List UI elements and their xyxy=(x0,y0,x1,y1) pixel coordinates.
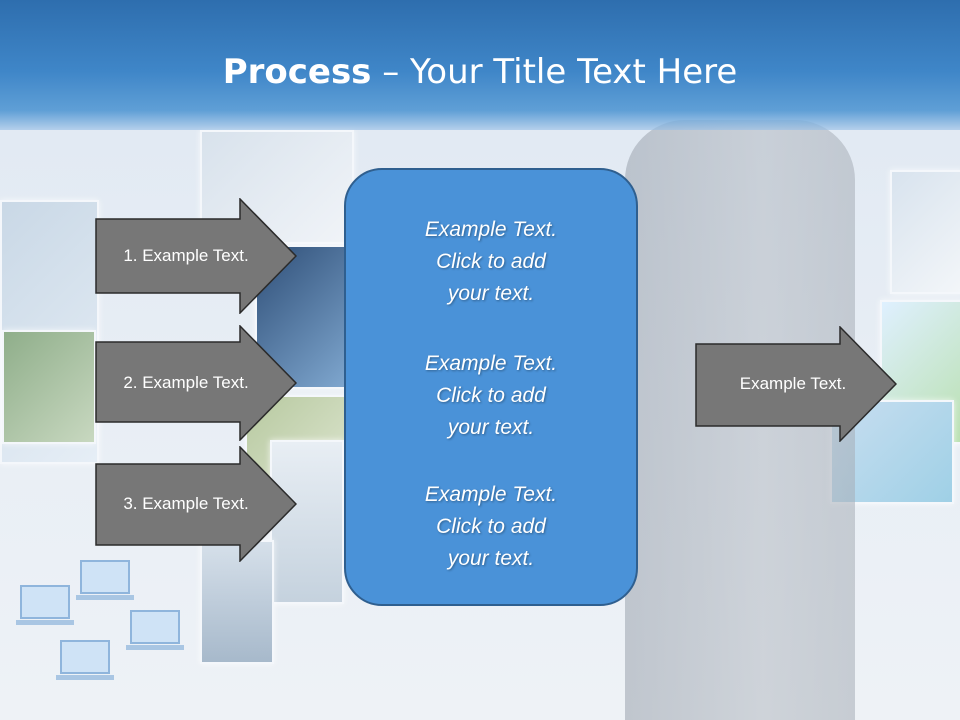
arrow-label: Example Text. xyxy=(739,374,847,393)
title-bar xyxy=(0,0,960,130)
process-arrow-3[interactable]: 3. Example Text. xyxy=(95,446,297,562)
process-arrow-2[interactable]: 2. Example Text. xyxy=(95,325,297,441)
arrow-label: 2. Example Text. xyxy=(123,373,249,392)
center-line: Example Text. xyxy=(424,483,558,506)
center-line: Example Text. xyxy=(424,352,558,375)
bg-panel xyxy=(890,170,960,294)
center-text-item-1[interactable]: Example Text. Click to add your text. xyxy=(346,214,636,310)
center-line: your text. xyxy=(447,416,535,439)
center-line: Click to add xyxy=(436,384,546,407)
center-line: your text. xyxy=(447,547,535,570)
bg-panel xyxy=(2,330,96,444)
center-text-item-3[interactable]: Example Text. Click to add your text. xyxy=(346,479,636,575)
title-rest: – Your Title Text Here xyxy=(371,52,738,92)
arrow-shape xyxy=(695,326,897,442)
process-arrow-1[interactable]: 1. Example Text. xyxy=(95,198,297,314)
bg-panel xyxy=(200,540,274,664)
arrow-shape xyxy=(95,446,297,562)
center-line: Click to add xyxy=(436,515,546,538)
result-arrow[interactable]: Example Text. xyxy=(695,326,897,442)
bg-laptop xyxy=(56,640,114,680)
center-line: Click to add xyxy=(436,250,546,273)
arrow-label: 3. Example Text. xyxy=(123,494,249,513)
bg-laptop xyxy=(126,610,184,650)
bg-laptop xyxy=(76,560,134,600)
center-line: your text. xyxy=(447,282,535,305)
slide-title[interactable]: Process – Your Title Text Here xyxy=(0,52,960,92)
bg-panel xyxy=(270,440,344,604)
center-text-box[interactable]: Example Text. Click to add your text. Ex… xyxy=(344,168,638,606)
center-line: Example Text. xyxy=(424,218,558,241)
arrow-shape xyxy=(95,198,297,314)
bg-laptop xyxy=(16,585,74,625)
arrow-shape xyxy=(95,325,297,441)
title-bold: Process xyxy=(222,52,372,92)
center-text-item-2[interactable]: Example Text. Click to add your text. xyxy=(346,348,636,444)
arrow-label: 1. Example Text. xyxy=(123,246,249,265)
